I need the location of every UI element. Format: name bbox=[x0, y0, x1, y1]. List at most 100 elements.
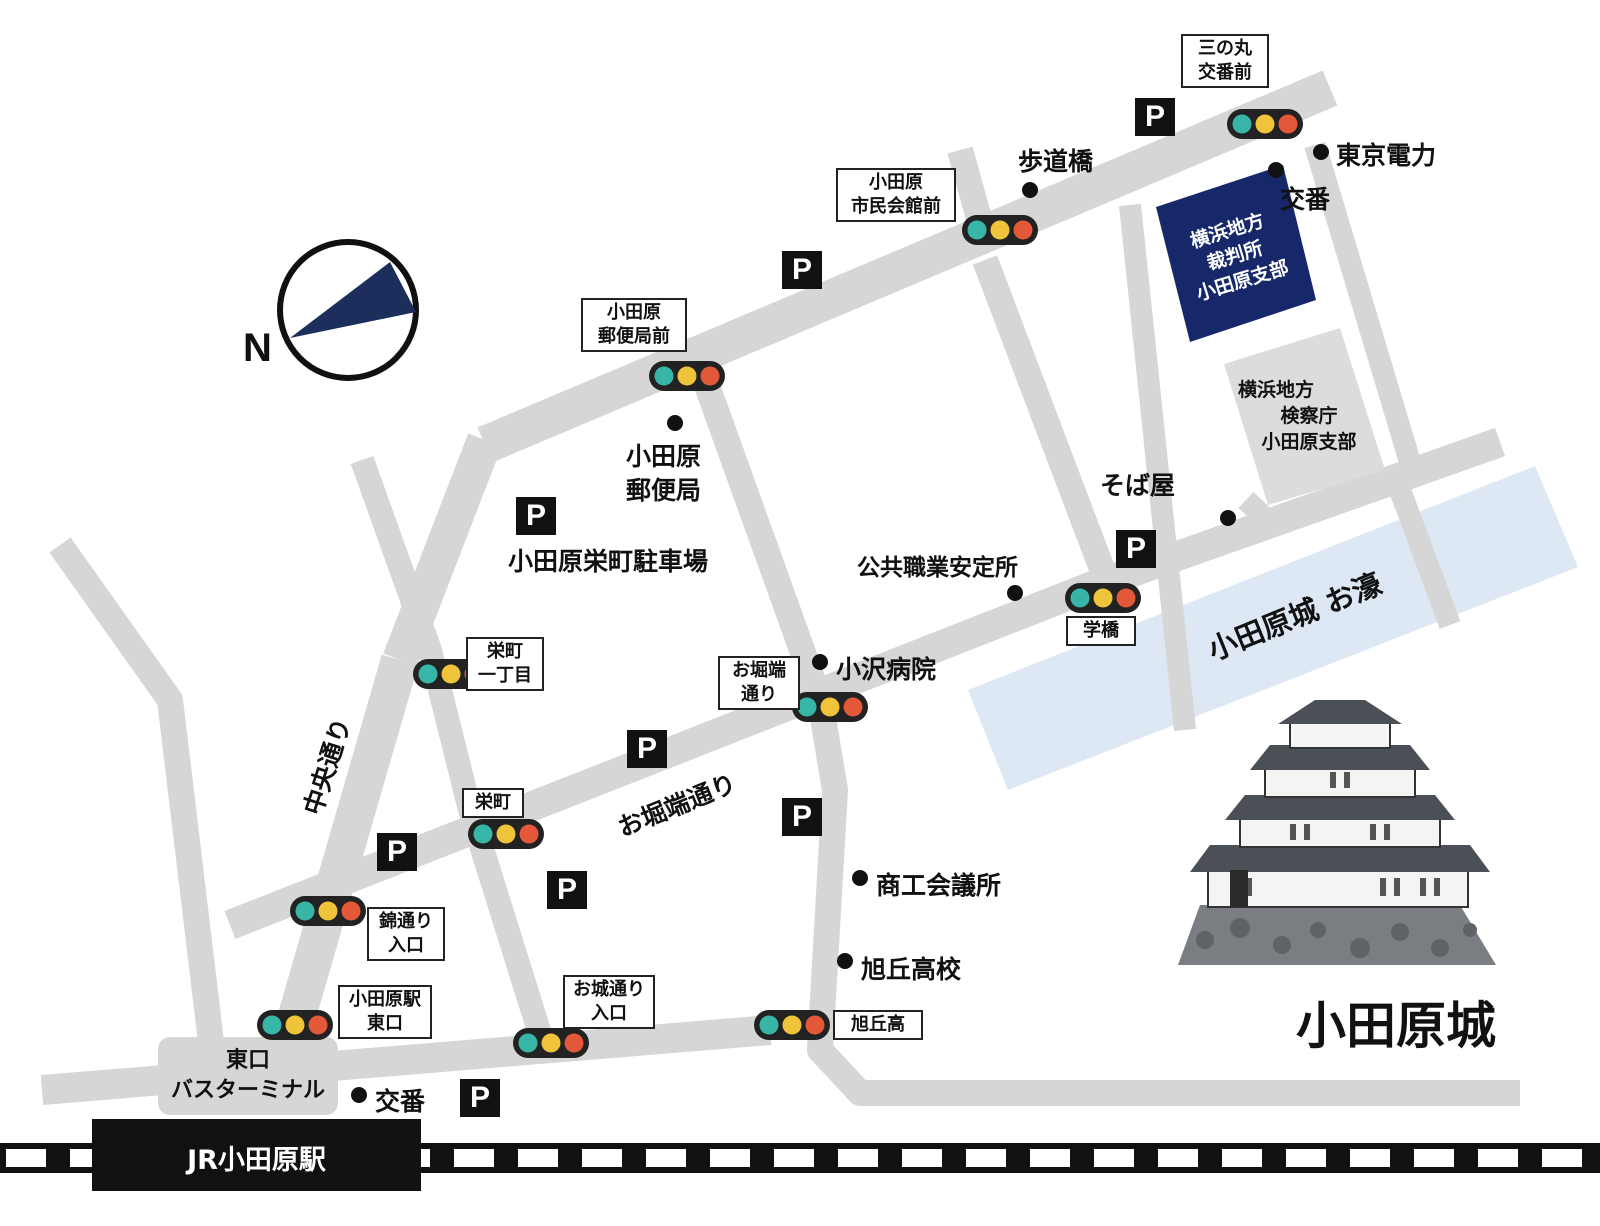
traffic-signal-higashiguchi bbox=[257, 1010, 333, 1040]
signal-label-sannomaru: 三の丸 交番前 bbox=[1181, 34, 1269, 88]
road-mid-vertical bbox=[972, 255, 1123, 595]
dot-chamber bbox=[852, 870, 868, 886]
prosecutor-office-block bbox=[1224, 328, 1385, 505]
signal-lamp bbox=[654, 366, 674, 386]
signal-label-line: 旭丘高 bbox=[851, 1014, 905, 1035]
signal-lamp bbox=[285, 1015, 305, 1035]
signal-label-gakkyo: 学橋 bbox=[1066, 616, 1136, 646]
parking-icon: P bbox=[782, 251, 822, 289]
dot-tokyo-denryoku bbox=[1313, 144, 1329, 160]
dot-school bbox=[837, 953, 853, 969]
road-moat-east bbox=[1389, 486, 1461, 629]
signal-label-kyukoko: 旭丘高 bbox=[833, 1010, 923, 1040]
location-dots bbox=[351, 144, 1329, 1103]
label-school: 旭丘高校 bbox=[861, 955, 962, 984]
prosecutor-line: 小田原支部 bbox=[1261, 431, 1357, 453]
rail-tie bbox=[774, 1149, 814, 1167]
signal-label-line: お城通り bbox=[573, 979, 645, 1000]
traffic-signal-shiminkaikan bbox=[962, 215, 1038, 245]
label-hello-work: 公共職業安定所 bbox=[857, 555, 1018, 581]
signal-label-sakaecho1: 栄町 一丁目 bbox=[466, 637, 544, 691]
dot-koban-south bbox=[351, 1087, 367, 1103]
signal-label-line: 栄町 bbox=[487, 641, 523, 662]
rail-tie bbox=[1030, 1149, 1070, 1167]
signal-label-line: 入口 bbox=[388, 935, 424, 956]
rail-tie bbox=[518, 1149, 558, 1167]
rail-tie bbox=[902, 1149, 942, 1167]
traffic-signal-ohoribata bbox=[792, 692, 868, 722]
dot-post-office bbox=[667, 415, 683, 431]
dot-hospital bbox=[812, 654, 828, 670]
road-sakaecho-street bbox=[350, 455, 557, 1054]
rail-tie bbox=[6, 1149, 46, 1167]
label-parking-lot: 小田原栄町駐車場 bbox=[508, 547, 709, 576]
road-court-west bbox=[1119, 203, 1196, 732]
dot-hodokyo bbox=[1022, 182, 1038, 198]
traffic-signal-nishikidori bbox=[290, 896, 366, 926]
label-post-office: 小田原 郵便局 bbox=[626, 440, 701, 508]
signal-lamp bbox=[759, 1015, 779, 1035]
signal-label-line: お堀端 bbox=[732, 660, 786, 681]
label-tokyo-denryoku: 東京電力 bbox=[1336, 141, 1437, 170]
signal-lamp bbox=[843, 697, 863, 717]
label-koban-south: 交番 bbox=[375, 1087, 426, 1116]
traffic-signal-sakaecho bbox=[468, 819, 544, 849]
road-south bbox=[40, 1015, 772, 1105]
label-koban-north: 交番 bbox=[1280, 185, 1331, 214]
traffic-signals bbox=[257, 109, 1303, 1058]
dot-hello-work bbox=[1007, 585, 1023, 601]
signal-label-shiminkaikan: 小田原 市民会館前 bbox=[836, 168, 956, 222]
compass-needle bbox=[290, 262, 416, 338]
signal-lamp bbox=[1070, 588, 1090, 608]
signal-lamp bbox=[797, 697, 817, 717]
signal-lamp bbox=[1093, 588, 1113, 608]
signal-lamp bbox=[262, 1015, 282, 1035]
signal-lamp bbox=[341, 901, 361, 921]
road-left-diagonal bbox=[49, 537, 225, 1052]
rail-tie bbox=[1478, 1149, 1518, 1167]
parking-icon: P bbox=[782, 798, 822, 836]
signal-lamp bbox=[295, 901, 315, 921]
label-hospital: 小沢病院 bbox=[836, 655, 937, 684]
signal-lamp bbox=[782, 1015, 802, 1035]
signal-lamp bbox=[519, 824, 539, 844]
prosecutor-label: 横浜地方 検察庁 小田原支部 bbox=[1234, 377, 1384, 455]
signal-label-line: 一丁目 bbox=[478, 665, 532, 686]
signal-label-line: 市民会館前 bbox=[851, 196, 941, 217]
parking-icon: P bbox=[627, 730, 667, 768]
signal-lamp bbox=[1013, 220, 1033, 240]
signal-lamp bbox=[1232, 114, 1252, 134]
signal-lamp bbox=[418, 664, 438, 684]
rail-tie bbox=[1158, 1149, 1198, 1167]
signal-lamp bbox=[473, 824, 493, 844]
parking-icon: P bbox=[1135, 98, 1175, 136]
signal-lamp bbox=[805, 1015, 825, 1035]
parking-icon: P bbox=[377, 833, 417, 871]
signal-label-line: 通り bbox=[741, 684, 777, 705]
road-court-east bbox=[1304, 141, 1421, 466]
post-office-line: 郵便局 bbox=[626, 476, 702, 505]
jr-station-block bbox=[92, 1119, 421, 1191]
bus-terminal-label: 東口 バスターミナル bbox=[160, 1046, 336, 1106]
castle-illustration bbox=[1178, 700, 1496, 965]
signal-label-line: 郵便局前 bbox=[598, 326, 670, 347]
traffic-signal-kyukoko bbox=[754, 1010, 830, 1040]
signal-lamp bbox=[967, 220, 987, 240]
signal-lamp bbox=[990, 220, 1010, 240]
parking-icon: P bbox=[547, 871, 587, 909]
post-office-line: 小田原 bbox=[626, 442, 702, 471]
bus-terminal-line: バスターミナル bbox=[170, 1078, 325, 1103]
rail-tie bbox=[1222, 1149, 1262, 1167]
dot-koban-north bbox=[1268, 162, 1284, 178]
parking-icon: P bbox=[460, 1079, 500, 1117]
rail-tie bbox=[1286, 1149, 1326, 1167]
signal-lamp bbox=[541, 1033, 561, 1053]
traffic-signal-yubinkyokumae bbox=[649, 361, 725, 391]
signal-lamp bbox=[677, 366, 697, 386]
signal-label-line: 東口 bbox=[367, 1013, 403, 1034]
compass-north-label: N bbox=[243, 326, 272, 370]
signal-label-line: 学橋 bbox=[1083, 620, 1119, 641]
rail-tie bbox=[1542, 1149, 1582, 1167]
signal-lamp bbox=[1116, 588, 1136, 608]
prosecutor-line: 横浜地方 bbox=[1238, 379, 1315, 401]
